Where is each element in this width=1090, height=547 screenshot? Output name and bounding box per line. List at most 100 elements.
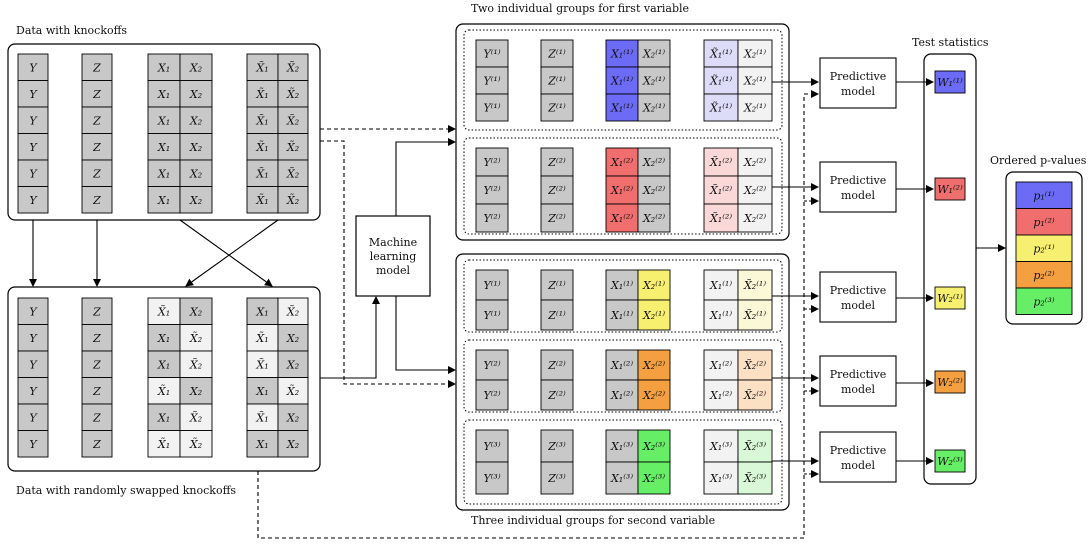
swapped-cell-2-3-text: X̃₂ <box>189 358 202 371</box>
group-0-k2-0: X₂⁽¹⁾ <box>737 39 773 68</box>
group-4-z-1: Z⁽³⁾ <box>540 461 574 495</box>
group-1-k2-0-rect <box>737 147 773 177</box>
group-2-k1-1-text: X₁⁽¹⁾ <box>709 309 732 322</box>
group-3-z-0-rect <box>540 349 574 381</box>
pvalue-2-text: p₂⁽¹⁾ <box>1033 242 1055 255</box>
group-2-k2-0: X̃₂⁽¹⁾ <box>737 269 773 301</box>
group-0-z-0-rect <box>540 39 574 68</box>
knockoff-cell-2-5: X̃₂ <box>277 106 309 134</box>
knockoff-cell-5-2-text: X₁ <box>157 194 170 207</box>
group-0-x2-2-rect <box>637 93 671 122</box>
group-2-x1-0: X₁⁽¹⁾ <box>605 269 639 301</box>
knockoff-cell-3-4-rect <box>246 133 279 161</box>
group-2-k2-1-text: X̃₂⁽¹⁾ <box>743 309 766 322</box>
first-variable-groups-frame <box>455 23 790 241</box>
swapped-cell-2-4-text: X̃₁ <box>255 358 268 371</box>
swapped-cell-5-3-rect <box>179 430 213 458</box>
predictive-line-2: model <box>841 85 876 98</box>
group-0-x2-1: X₂⁽¹⁾ <box>637 66 671 95</box>
group-0-x2-0: X₂⁽¹⁾ <box>637 39 671 68</box>
group-0-k1-0-text: X̃₁⁽¹⁾ <box>709 47 732 60</box>
group-0-k2-1: X₂⁽¹⁾ <box>737 66 773 95</box>
connectors <box>29 78 1006 539</box>
swapped-cell-3-5: X̃₂ <box>277 377 309 405</box>
group-4-x2-0-text: X₂⁽³⁾ <box>642 440 665 453</box>
swapped-cell-4-1-rect <box>81 403 113 431</box>
swapped-cell-4-5-text: X₂ <box>286 411 299 424</box>
group-0-y-1-text: Y⁽¹⁾ <box>483 75 500 88</box>
test-stat-4-text: W₂⁽³⁾ <box>937 455 963 468</box>
group-4-z-1-rect <box>540 461 574 495</box>
knockoff-cell-4-2: X₁ <box>147 159 181 187</box>
test-stat-0: W₁⁽¹⁾ <box>934 70 966 94</box>
swapped-cell-5-2: X̃₁ <box>147 430 181 458</box>
group-1-x2-1: X₂⁽²⁾ <box>637 175 671 205</box>
knockoff-cell-1-1-rect <box>81 80 113 108</box>
group-1-x1-0-text: X₁⁽²⁾ <box>610 156 633 169</box>
group-3-z-1: Z⁽²⁾ <box>540 379 574 411</box>
group-3-k2-0-text: X̃₂⁽²⁾ <box>743 359 766 372</box>
knockoff-cell-2-1-rect <box>81 106 113 134</box>
swapped-cell-5-1-text: Z <box>92 438 101 451</box>
knockoff-cell-0-1-rect <box>81 53 113 81</box>
swapped-cell-2-5-text: X₂ <box>286 358 299 371</box>
group-4-z-0-text: Z⁽³⁾ <box>547 440 566 453</box>
group-3-k1-0-text: X₁⁽²⁾ <box>709 359 732 372</box>
group-0-x2-2-text: X₂⁽¹⁾ <box>642 102 665 115</box>
swapped-cell-2-1: Z <box>81 350 113 378</box>
group-3-y-1-rect <box>475 379 509 411</box>
pvalue-4-text: p₂⁽³⁾ <box>1033 295 1055 308</box>
group-1-k2-2-rect <box>737 203 773 233</box>
group-0-k2-2-rect <box>737 93 773 122</box>
knockoff-cell-3-1-rect <box>81 133 113 161</box>
knockoff-cell-0-4-rect <box>246 53 279 81</box>
swapped-cell-2-4-rect <box>246 350 279 378</box>
group-2-x2-1-rect <box>637 299 671 331</box>
group-3-k2-0-rect <box>737 349 773 381</box>
swapped-cell-3-3-text: X₂ <box>189 385 202 398</box>
knockoff-cell-3-4: X̃₁ <box>246 133 279 161</box>
predictive-line-1: Predictive <box>830 368 887 381</box>
swapped-cell-3-0-rect <box>17 377 49 405</box>
knockoff-cell-5-0-text: Y <box>29 194 38 207</box>
group-3-x1-0-rect <box>605 349 639 381</box>
swapped-cell-4-2-rect <box>147 403 181 431</box>
group-0-x1-1-text: X₁⁽¹⁾ <box>610 75 633 88</box>
swapped-cell-4-3: X̃₂ <box>179 403 213 431</box>
swapped-cell-2-4: X̃₁ <box>246 350 279 378</box>
swapped-cell-0-1: Z <box>81 297 113 325</box>
label-data-with-knockoffs: Data with knockoffs <box>16 24 127 37</box>
predictive-line-2: model <box>841 299 876 312</box>
swapped-cell-3-5-rect <box>277 377 309 405</box>
knockoff-cell-5-5: X̃₂ <box>277 186 309 214</box>
knockoff-cell-3-0: Y <box>17 133 49 161</box>
group-0-k1-1: X̃₁⁽¹⁾ <box>703 66 739 95</box>
group-0-k2-2-text: X₂⁽¹⁾ <box>743 102 766 115</box>
group-3-x2-1: X₂⁽²⁾ <box>637 379 671 411</box>
group-1-k1-1-text: X̃₁⁽²⁾ <box>709 184 732 197</box>
swapped-cell-4-4-rect <box>246 403 279 431</box>
test-stat-1-text: W₁⁽²⁾ <box>937 183 963 196</box>
swapped-cell-2-2: X₁ <box>147 350 181 378</box>
group-4-x1-1: X₁⁽³⁾ <box>605 461 639 495</box>
swapped-cell-0-5: X̃₂ <box>277 297 309 325</box>
group-3-y-0-rect <box>475 349 509 381</box>
swapped-cell-0-1-text: Z <box>92 305 101 318</box>
knockoff-cell-4-0: Y <box>17 159 49 187</box>
swapped-cell-1-5-text: X₂ <box>286 332 299 345</box>
group-2-x1-0-rect <box>605 269 639 301</box>
knockoff-cell-3-4-text: X̃₁ <box>255 141 268 154</box>
group-1-x2-2-rect <box>637 203 671 233</box>
group-0-x1-0-rect <box>605 39 639 68</box>
group-0-x2-0-rect <box>637 39 671 68</box>
group-2-k1-1-rect <box>703 299 739 331</box>
knockoff-cell-0-3-rect <box>179 53 213 81</box>
knockoff-cell-3-3: X₂ <box>179 133 213 161</box>
group-4-y-1: Y⁽³⁾ <box>475 461 509 495</box>
swapped-cell-4-2: X₁ <box>147 403 181 431</box>
swapped-cell-4-2-text: X₁ <box>157 411 170 424</box>
swapped-cell-2-0-rect <box>17 350 49 378</box>
